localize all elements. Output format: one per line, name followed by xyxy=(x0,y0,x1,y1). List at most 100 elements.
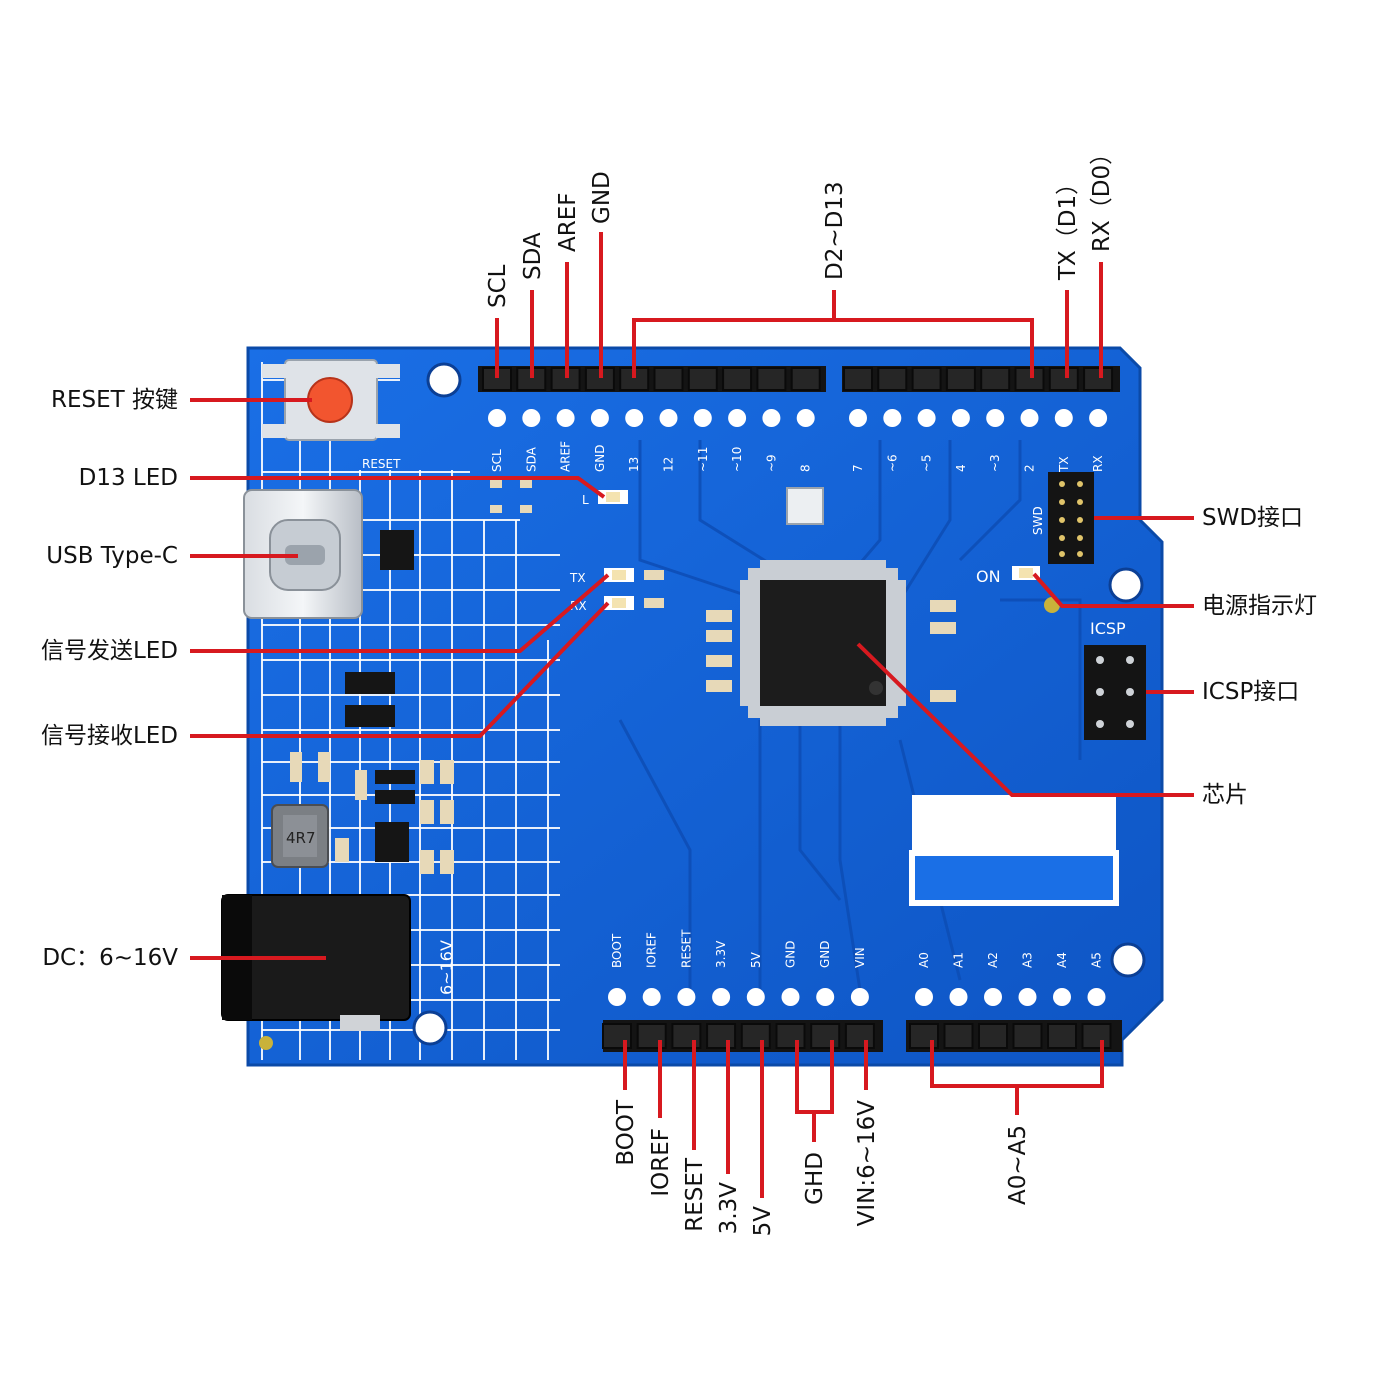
label-tx-led: 信号发送LED xyxy=(41,638,178,664)
analog-pin-pad xyxy=(1018,988,1037,1006)
power-pin-label: RESET xyxy=(679,929,693,968)
top-pin-pad xyxy=(590,409,609,427)
top-pin-label: ~3 xyxy=(988,454,1002,472)
top-pin-label: 2 xyxy=(1023,464,1037,472)
dc-power-jack[interactable] xyxy=(221,894,411,1031)
analog-header-socket[interactable] xyxy=(1012,1023,1043,1049)
top-header-socket[interactable] xyxy=(877,367,908,391)
power-header-socket[interactable] xyxy=(740,1023,771,1049)
top-header-socket[interactable] xyxy=(980,367,1011,391)
crystal xyxy=(786,487,824,525)
bottom-pin-pads xyxy=(602,988,1112,1049)
label-chip: 芯片 xyxy=(1202,782,1248,808)
power-header-socket[interactable] xyxy=(844,1023,875,1049)
swd-header[interactable] xyxy=(1048,472,1094,564)
label-ghd: GHD xyxy=(802,1152,828,1205)
power-pin-pad xyxy=(712,988,731,1006)
top-pin-pad xyxy=(849,409,867,427)
rx-led xyxy=(604,596,664,610)
silk-swd: SWD xyxy=(1031,506,1045,535)
label-3v3: 3.3V xyxy=(716,1182,742,1235)
label-reset-button: RESET 按键 xyxy=(51,387,178,413)
top-pin-label: 12 xyxy=(662,457,676,472)
top-header-socket[interactable] xyxy=(653,367,684,391)
top-header-socket[interactable] xyxy=(722,367,753,391)
analog-pin-pad xyxy=(984,988,1002,1006)
top-pin-pad xyxy=(986,409,1005,427)
top-header-socket[interactable] xyxy=(1048,367,1079,391)
top-header-socket[interactable] xyxy=(687,367,718,391)
power-pin-label: BOOT xyxy=(610,933,624,968)
top-header-socket[interactable] xyxy=(1014,367,1045,391)
top-header-socket[interactable] xyxy=(756,367,787,391)
analog-pin-pad xyxy=(949,988,968,1006)
icsp-header[interactable] xyxy=(1084,645,1146,740)
top-pin-pad xyxy=(728,409,747,427)
analog-header-socket[interactable] xyxy=(1081,1023,1112,1049)
power-header-socket[interactable] xyxy=(671,1023,702,1049)
analog-pin-pad xyxy=(915,988,933,1006)
power-pin-pad xyxy=(850,988,869,1006)
power-pin-pad xyxy=(746,988,765,1006)
analog-pin-label: A5 xyxy=(1090,952,1104,968)
power-header-socket[interactable] xyxy=(706,1023,737,1049)
usb-type-c-connector[interactable] xyxy=(243,489,363,619)
label-5v: 5V xyxy=(750,1206,776,1237)
top-pin-label: SCL xyxy=(490,449,504,472)
power-pin-pad xyxy=(677,988,696,1006)
analog-pin-pad xyxy=(1087,988,1106,1006)
power-header-socket[interactable] xyxy=(775,1023,806,1049)
bottom-labels: BOOT IOREF RESET 3.3V 5V GHD VIN:6~16V A… xyxy=(613,1099,1031,1236)
top-header-socket[interactable] xyxy=(945,367,976,391)
top-pin-label: TX xyxy=(1057,456,1071,473)
label-boot: BOOT xyxy=(613,1099,639,1166)
top-pin-label: AREF xyxy=(559,441,573,472)
top-pin-label: 4 xyxy=(954,464,968,472)
power-pin-label: IOREF xyxy=(645,932,659,968)
power-pin-pad xyxy=(642,988,661,1006)
top-pin-pad xyxy=(625,409,644,427)
silk-icsp: ICSP xyxy=(1090,619,1126,638)
power-header-socket[interactable] xyxy=(810,1023,841,1049)
tx-led xyxy=(604,568,664,582)
analog-pin-label: A0 xyxy=(917,952,931,968)
top-pin-label: RX xyxy=(1091,455,1105,472)
label-tx: TX（D1） xyxy=(1055,172,1081,281)
top-pin-label: 7 xyxy=(851,464,865,472)
label-d2-d13: D2~D13 xyxy=(822,181,848,280)
analog-header-socket[interactable] xyxy=(978,1023,1008,1049)
top-pin-label: GND xyxy=(593,444,607,472)
power-pin-label: VIN xyxy=(853,947,867,968)
silk-tx: TX xyxy=(569,571,586,585)
label-ioref: IOREF xyxy=(648,1128,674,1197)
top-pin-pad xyxy=(1054,409,1073,427)
label-gnd: GND xyxy=(589,171,615,224)
top-pin-pad xyxy=(883,409,902,427)
top-pin-label: 13 xyxy=(627,457,641,472)
lead-power-led xyxy=(1032,572,1194,608)
top-pin-pad xyxy=(1020,409,1039,427)
power-pin-label: 3.3V xyxy=(714,940,728,968)
lead-rx-led xyxy=(190,601,610,738)
label-aref: AREF xyxy=(555,193,581,252)
pcb-board: RESET xyxy=(221,346,1164,1067)
mcu-chip xyxy=(740,560,906,726)
d13-led xyxy=(598,490,628,504)
right-labels: SWD接口 电源指示灯 ICSP接口 芯片 xyxy=(1202,505,1317,808)
top-header-socket[interactable] xyxy=(911,367,942,391)
analog-header-socket[interactable] xyxy=(943,1023,974,1049)
top-pin-label: ~6 xyxy=(885,454,899,472)
label-dc-jack: DC：6~16V xyxy=(42,945,178,971)
reset-button[interactable] xyxy=(262,359,400,441)
trace-lines xyxy=(618,440,1082,991)
top-header-socket[interactable] xyxy=(1083,367,1114,391)
top-pin-label: ~11 xyxy=(696,447,710,472)
label-d13-led: D13 LED xyxy=(79,465,178,491)
analog-header-socket[interactable] xyxy=(1047,1023,1077,1049)
chip-side-components xyxy=(706,600,956,702)
top-header-socket[interactable] xyxy=(843,367,873,391)
top-header-socket[interactable] xyxy=(790,367,821,391)
